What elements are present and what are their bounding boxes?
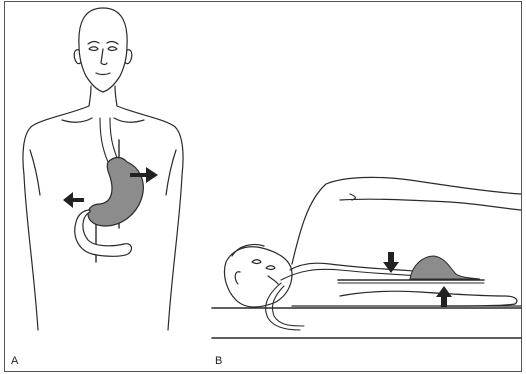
right-clavicle [114, 118, 144, 122]
neck-right [115, 86, 117, 106]
lower-arm [340, 291, 517, 306]
lying-face-eye [252, 260, 261, 264]
raised-arm-upper [292, 177, 521, 264]
left-eye [89, 47, 98, 51]
panel-label-a: A [11, 355, 18, 367]
panel-label-b: B [215, 355, 222, 367]
left-arm-crease [30, 150, 40, 195]
raised-arm-lower [340, 199, 521, 210]
left-clavicle [62, 118, 92, 122]
lying-head [224, 247, 292, 307]
lying-hair [232, 244, 264, 256]
right-arm-crease [166, 150, 176, 195]
panel-b-figure [212, 177, 521, 338]
right-eye [108, 47, 117, 51]
lying-face-eye-2 [266, 266, 275, 270]
left-eyebrow [88, 42, 99, 44]
nasogastric-tube [266, 269, 420, 330]
arrow-up [436, 286, 452, 307]
panel-a-figure [23, 8, 183, 330]
stomach [88, 158, 143, 227]
lying-nose [268, 276, 278, 284]
right-eyebrow [107, 42, 118, 44]
esophagus [100, 118, 118, 162]
stomach-lying [410, 256, 480, 279]
mouth [96, 73, 110, 75]
arrow-left [63, 192, 84, 208]
neck-left [89, 86, 91, 106]
nose [101, 49, 107, 65]
lying-ear [235, 272, 240, 284]
figure-border [5, 2, 522, 372]
